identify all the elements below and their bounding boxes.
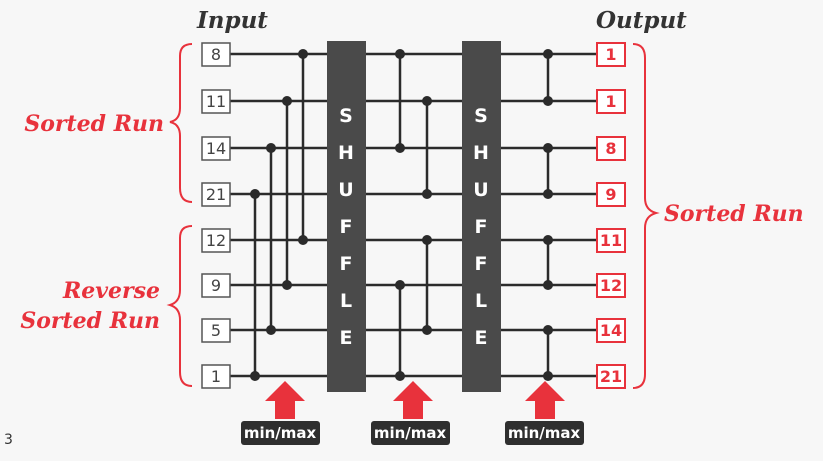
- output-box: [596, 318, 626, 343]
- input-box: [201, 89, 231, 114]
- input-box: [201, 228, 231, 253]
- shuffle-letter: U: [473, 179, 488, 201]
- minmax-box: [241, 421, 320, 445]
- input-box: [201, 182, 231, 207]
- shuffle-letter: F: [475, 216, 488, 238]
- input-header: Input: [196, 7, 268, 34]
- output-box: [596, 273, 626, 298]
- comparator-dot: [543, 143, 553, 153]
- minmax-box: [505, 421, 584, 445]
- minmax-label: min/max: [508, 424, 581, 442]
- input-value: 5: [211, 321, 221, 340]
- sorted-run-label-left: Sorted Run: [24, 111, 164, 137]
- output-value: 1: [605, 45, 616, 64]
- input-value: 1: [211, 367, 221, 386]
- stage1-wires: [230, 52, 327, 378]
- comparator-dot: [422, 235, 432, 245]
- input-boxes: [201, 42, 231, 389]
- comparator-dot: [543, 280, 553, 290]
- sorted-run-label-right: Sorted Run: [664, 201, 804, 227]
- shuffle-letter: H: [338, 142, 354, 164]
- comparator-dot: [282, 96, 292, 106]
- output-box: [596, 228, 626, 253]
- shuffle-letter: L: [475, 290, 487, 312]
- shuffle-letter: F: [475, 253, 488, 275]
- comparator-dot: [395, 143, 405, 153]
- minmax-label: min/max: [244, 424, 317, 442]
- input-value: 14: [206, 139, 226, 158]
- comparator-dot: [298, 49, 308, 59]
- output-box: [596, 182, 626, 207]
- stage2-wires: [366, 52, 462, 378]
- input-box: [201, 273, 231, 298]
- shuffle-letter: E: [475, 327, 488, 349]
- stage3-comparators: [543, 49, 553, 381]
- output-value: 14: [600, 321, 622, 340]
- arrow-up-icon: [525, 381, 565, 419]
- output-value: 9: [605, 185, 616, 204]
- output-boxes: [596, 42, 626, 389]
- minmax-box: [371, 421, 450, 445]
- comparator-dot: [282, 280, 292, 290]
- input-value: 21: [206, 185, 226, 204]
- input-value: 8: [211, 45, 221, 64]
- input-box: [201, 136, 231, 161]
- shuffle-bar-1: [327, 41, 366, 392]
- comparator-dot: [250, 371, 260, 381]
- output-box: [596, 42, 626, 67]
- arrow-up-icon: [265, 381, 305, 419]
- output-header: Output: [596, 7, 687, 34]
- shuffle-letter: S: [474, 105, 488, 127]
- reverse-sorted-run-label-line2: Sorted Run: [20, 308, 160, 334]
- input-box: [201, 42, 231, 67]
- input-value: 12: [206, 231, 226, 250]
- shuffle-letter: E: [340, 327, 353, 349]
- comparator-dot: [298, 235, 308, 245]
- input-value: 11: [206, 92, 226, 111]
- output-box: [596, 89, 626, 114]
- comparator-dot: [543, 371, 553, 381]
- shuffle-letter: F: [340, 253, 353, 275]
- output-value: 1: [605, 92, 616, 111]
- shuffle-letter: F: [340, 216, 353, 238]
- shuffle-letter: L: [340, 290, 352, 312]
- shuffle-letter: S: [339, 105, 353, 127]
- input-box: [201, 318, 231, 343]
- shuffle-letter: U: [338, 179, 353, 201]
- comparator-dot: [266, 143, 276, 153]
- comparator-dot: [395, 371, 405, 381]
- comparator-dot: [422, 325, 432, 335]
- comparator-dot: [543, 235, 553, 245]
- sorted-run-brace-right: [632, 43, 660, 389]
- comparator-dot: [422, 189, 432, 199]
- minmax-label: min/max: [374, 424, 447, 442]
- comparator-dot: [250, 189, 260, 199]
- comparator-dot: [543, 325, 553, 335]
- comparator-dot: [543, 96, 553, 106]
- stage1-comparators: [250, 49, 308, 381]
- output-value: 21: [600, 367, 622, 386]
- shuffle-letter: H: [473, 142, 489, 164]
- comparator-dot: [395, 280, 405, 290]
- input-value: 9: [211, 276, 221, 295]
- stage2-comparators: [395, 49, 432, 381]
- reverse-sorted-run-label-line1: Reverse: [62, 278, 160, 304]
- input-box: [201, 364, 231, 389]
- output-value: 11: [600, 231, 622, 250]
- output-value: 8: [605, 139, 616, 158]
- sorted-run-brace-left: [169, 43, 193, 203]
- output-box: [596, 364, 626, 389]
- shuffle-bar-2: [462, 41, 501, 392]
- comparator-dot: [395, 49, 405, 59]
- output-box: [596, 136, 626, 161]
- comparator-dot: [543, 189, 553, 199]
- output-value: 12: [600, 276, 622, 295]
- comparator-dot: [266, 325, 276, 335]
- page-number: 3: [4, 432, 13, 448]
- reverse-sorted-run-brace: [166, 225, 193, 387]
- comparator-dot: [543, 49, 553, 59]
- comparator-dot: [422, 96, 432, 106]
- arrow-up-icon: [393, 381, 433, 419]
